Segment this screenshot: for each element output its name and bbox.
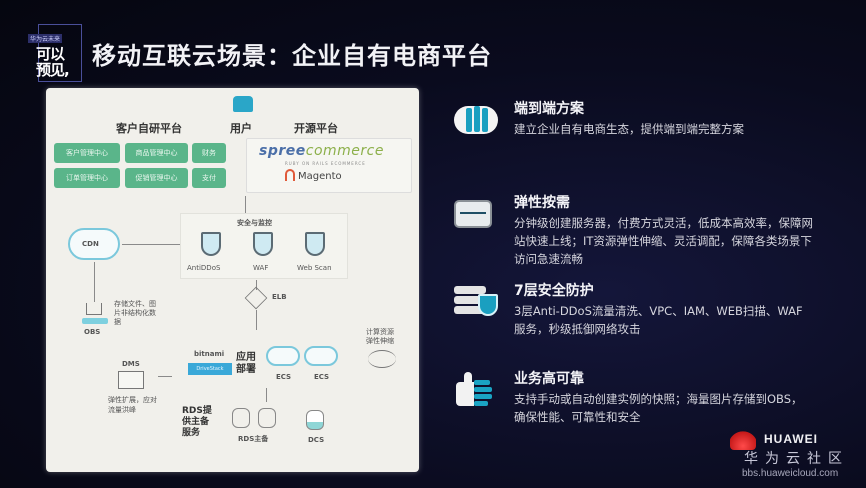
- rds-note: RDS提供主备服务: [182, 406, 212, 438]
- feature-title: 弹性按需: [514, 195, 570, 211]
- dcs-icon: [306, 410, 324, 430]
- drivestack-badge: DriveStack: [188, 363, 232, 375]
- connector: [94, 262, 95, 302]
- module-payment: 支付: [192, 168, 226, 188]
- magento-logo: Magento: [285, 169, 342, 182]
- ecs-label-1: ECS: [276, 373, 292, 381]
- security-label: 安全与监控: [237, 219, 272, 227]
- connector: [256, 280, 257, 290]
- feature-security: 7层安全防护 3层Anti-DDoS流量清洗、VPC、IAM、WEB扫描、WAF…: [450, 280, 850, 340]
- antiddos-label: AntiDDoS: [187, 264, 221, 272]
- waf-shield-icon: [253, 232, 273, 256]
- elb-label: ELB: [272, 293, 287, 301]
- cdn-cloud-icon: [68, 228, 120, 260]
- huawei-logo-icon: [730, 430, 756, 450]
- feature-title: 端到端方案: [514, 101, 584, 117]
- obs-bar: [82, 318, 108, 324]
- rds-node-icon: [258, 408, 276, 428]
- cloud-users-icon: [450, 98, 504, 142]
- rds-label: RDS主备: [238, 435, 269, 443]
- obs-note: 存储文件、图片非结构化数据: [114, 300, 156, 326]
- antiddos-shield-icon: [201, 232, 221, 256]
- cdn-label: CDN: [82, 240, 99, 248]
- scale-note: 计算资源弹性伸缩: [366, 328, 394, 345]
- bitnami-logo: bitnami: [194, 350, 225, 358]
- dms-icon: [118, 371, 144, 389]
- magento-icon: [285, 169, 295, 181]
- architecture-diagram: 客户自研平台 用户 开源平台 客户管理中心 商品管理中心 财务 订单管理中心 促…: [46, 88, 419, 472]
- module-product: 商品管理中心: [125, 143, 188, 163]
- feature-end-to-end: 端到端方案 建立企业自有电商生态，提供端到端完整方案: [450, 98, 850, 158]
- feature-desc: 分钟级创建服务器，付费方式灵活，低成本高效率，保障网站快速上线；IT资源弹性伸缩…: [514, 216, 813, 266]
- ecs-cloud-icon: [266, 346, 300, 366]
- logo-frame: [38, 24, 82, 82]
- webscan-label: Web Scan: [297, 264, 332, 272]
- spreecommerce-logo: spreecommerce: [259, 143, 384, 159]
- connector: [122, 244, 180, 245]
- dms-label: DMS: [122, 360, 140, 368]
- connector: [245, 196, 246, 214]
- module-promotion: 促销管理中心: [125, 168, 188, 188]
- elb-icon: [244, 286, 268, 310]
- logo-line-1: 可以: [36, 45, 65, 63]
- ecs-cloud-icon: [304, 346, 338, 366]
- security-box: 安全与监控 AntiDDoS WAF Web Scan: [180, 213, 348, 279]
- logo-small-text: 华为云未来: [28, 34, 63, 43]
- logo-big-text: 可以 预见,: [36, 45, 70, 79]
- module-finance: 财务: [192, 143, 226, 163]
- obs-download-icon: [86, 303, 102, 315]
- obs-label: OBS: [84, 328, 101, 336]
- waf-label: WAF: [253, 264, 269, 272]
- webscan-shield-icon: [305, 232, 325, 256]
- security-shield-icon: [450, 280, 504, 324]
- module-order: 订单管理中心: [54, 168, 120, 188]
- page-title: 移动互联云场景：企业自有电商平台: [92, 42, 492, 70]
- open-platform-box: spreecommerce RUBY ON RAILS ECOMMERCE Ma…: [246, 138, 412, 193]
- elastic-wave-icon: [450, 192, 504, 236]
- feature-desc: 建立企业自有电商生态，提供端到端完整方案: [514, 122, 744, 136]
- feature-reliability: 业务高可靠 支持手动或自动创建实例的快照；海量图片存储到OBS，确保性能、可靠性…: [450, 368, 850, 428]
- connector: [256, 310, 257, 330]
- self-platform-label: 客户自研平台: [116, 122, 182, 135]
- huawei-brand: HUAWEI: [764, 432, 818, 446]
- thumbs-up-icon: [450, 368, 504, 412]
- user-label: 用户: [230, 122, 252, 135]
- module-customer: 客户管理中心: [54, 143, 120, 163]
- feature-desc: 支持手动或自动创建实例的快照；海量图片存储到OBS，确保性能、可靠性和安全: [514, 392, 803, 424]
- rds-node-icon: [232, 408, 250, 428]
- feature-desc: 3层Anti-DDoS流量清洗、VPC、IAM、WEB扫描、WAF服务，秒级抵御…: [514, 304, 803, 336]
- scaling-wave-icon: [368, 350, 396, 368]
- user-icon: [233, 96, 253, 112]
- app-deploy-label: 应用部署: [236, 352, 256, 375]
- feature-title: 7层安全防护: [514, 283, 594, 299]
- feature-elastic: 弹性按需 分钟级创建服务器，付费方式灵活，低成本高效率，保障网站快速上线；IT资…: [450, 192, 850, 272]
- connector: [266, 388, 267, 402]
- huawei-community: 华为云社区: [744, 451, 849, 467]
- feature-title: 业务高可靠: [514, 371, 584, 387]
- dcs-label: DCS: [308, 436, 325, 444]
- ecs-label-2: ECS: [314, 373, 330, 381]
- huawei-url: bbs.huaweicloud.com: [742, 468, 839, 479]
- open-platform-label: 开源平台: [294, 122, 338, 135]
- logo-line-2: 预见,: [36, 61, 70, 79]
- spree-tagline: RUBY ON RAILS ECOMMERCE: [285, 161, 366, 166]
- connector: [158, 376, 172, 377]
- event-logo: 华为云未来 可以 预见,: [28, 24, 88, 86]
- dms-note: 弹性扩展，应对流量洪峰: [108, 396, 157, 414]
